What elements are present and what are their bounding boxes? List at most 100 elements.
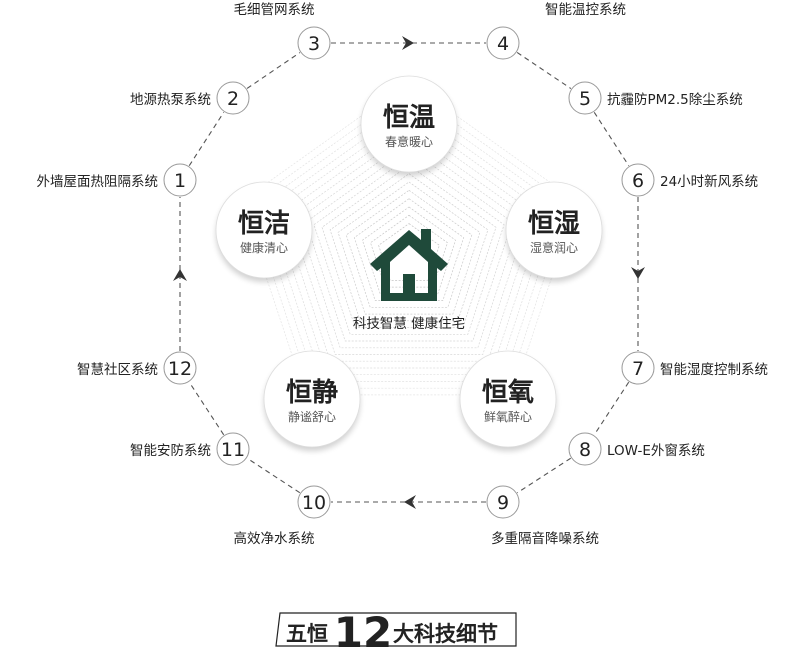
- system-node-9: 9 多重隔音降噪系统: [486, 485, 599, 547]
- web-ring: [313, 156, 505, 335]
- system-node-circle: [568, 432, 602, 466]
- system-node-circle: [621, 163, 655, 197]
- pillar-title: 恒湿: [528, 209, 580, 239]
- ring-segment: [593, 381, 630, 436]
- system-node-circle: [297, 485, 331, 519]
- system-node-12: 12 智慧社区系统: [77, 351, 197, 385]
- flow-arrow: [404, 495, 416, 509]
- footer-banner: 五恒 12 大科技细节: [275, 608, 517, 653]
- web-ring: [289, 131, 529, 355]
- system-node-number: 10: [302, 492, 326, 514]
- web-ring: [337, 181, 481, 315]
- ring-segment: [516, 457, 572, 494]
- system-node-label: LOW-E外窗系统: [607, 442, 705, 459]
- system-node-label: 毛细管网系统: [234, 2, 315, 18]
- house-icon: [370, 229, 448, 301]
- system-node-6: 6 24小时新风系统: [621, 163, 758, 197]
- footer-number: 12: [334, 608, 392, 653]
- system-node-10: 10 高效净水系统: [234, 485, 331, 547]
- footer-right-text: 大科技细节: [393, 622, 498, 646]
- system-node-number: 6: [632, 170, 644, 192]
- pillar-subtitle: 静谧舒心: [288, 410, 336, 424]
- ring-segment: [516, 52, 572, 89]
- footer-frame: [275, 612, 517, 647]
- system-node-circle: [486, 26, 520, 60]
- ring-segment: [188, 111, 225, 167]
- web-ring: [281, 123, 537, 362]
- ring-segment: [593, 111, 630, 167]
- system-node-1: 1 外墙屋面热阻隔系统: [37, 163, 197, 197]
- pillar-circle: [263, 350, 361, 448]
- system-node-3: 3 毛细管网系统: [234, 2, 331, 60]
- system-node-label: 智能安防系统: [130, 443, 211, 459]
- pillar-subtitle: 春意暖心: [385, 134, 433, 149]
- pillar-subtitle: 湿意润心: [530, 240, 578, 255]
- system-node-label: 24小时新风系统: [660, 174, 758, 190]
- flow-arrow: [402, 36, 414, 50]
- system-node-circle: [163, 351, 197, 385]
- system-ring: [179, 42, 639, 503]
- system-node-label: 地源热泵系统: [130, 92, 211, 108]
- footer-left-text: 五恒: [286, 622, 328, 646]
- system-node-circle: [621, 351, 655, 385]
- system-node-circle: [568, 81, 602, 115]
- pillar-circle: [505, 181, 603, 279]
- system-node-label: 抗霾防PM2.5除尘系统: [607, 92, 743, 108]
- ring-segment: [188, 381, 225, 436]
- system-node-label: 外墙屋面热阻隔系统: [37, 174, 159, 190]
- pillar-title: 恒氧: [482, 378, 534, 408]
- system-node-label: 智能湿度控制系统: [660, 362, 768, 378]
- flow-arrow: [173, 269, 187, 281]
- ring-segment: [246, 457, 301, 494]
- system-node-4: 4 智能温控系统: [486, 2, 626, 60]
- system-node-number: 5: [579, 88, 591, 110]
- web-ring: [378, 223, 440, 281]
- web-ring: [329, 173, 489, 322]
- pillar-circle: [360, 75, 458, 173]
- web-ring: [297, 139, 521, 349]
- system-node-label: 智慧社区系统: [77, 362, 158, 378]
- system-node-7: 7 智能湿度控制系统: [621, 351, 768, 385]
- pillar-circle: [215, 181, 313, 279]
- web-ring: [321, 164, 497, 328]
- pillar-subtitle: 健康清心: [240, 240, 288, 255]
- pillar-title: 恒温: [383, 103, 435, 133]
- pillar-title: 恒静: [286, 377, 338, 408]
- system-node-number: 4: [497, 33, 509, 55]
- system-node-number: 1: [174, 170, 186, 192]
- system-node-5: 5 抗霾防PM2.5除尘系统: [568, 81, 743, 115]
- system-node-8: 8 LOW-E外窗系统: [568, 432, 705, 466]
- system-node-number: 2: [227, 88, 239, 110]
- pillar-circle: [459, 350, 557, 448]
- system-node-number: 11: [221, 439, 245, 461]
- flow-arrows: [173, 36, 645, 509]
- system-node-circle: [486, 485, 520, 519]
- system-node-number: 8: [579, 439, 591, 461]
- system-node-circle: [163, 163, 197, 197]
- pillar-title: 恒洁: [238, 209, 290, 239]
- system-node-label: 智能温控系统: [545, 2, 626, 18]
- center-caption: 科技智慧 健康住宅: [353, 315, 465, 332]
- web-ring: [305, 148, 513, 342]
- system-node-label: 多重隔音降噪系统: [491, 530, 599, 547]
- system-node-number: 3: [308, 33, 320, 55]
- system-node-11: 11 智能安防系统: [130, 432, 250, 466]
- pillar-subtitle: 鲜氧醉心: [484, 409, 532, 424]
- flow-arrow: [631, 267, 645, 279]
- system-node-label: 高效净水系统: [234, 530, 315, 547]
- system-node-number: 7: [632, 358, 644, 380]
- system-node-circle: [216, 432, 250, 466]
- system-node-number: 9: [497, 492, 509, 514]
- system-node-circle: [216, 81, 250, 115]
- system-node-number: 12: [168, 358, 192, 380]
- system-node-2: 2 地源热泵系统: [130, 81, 250, 115]
- web-ring: [345, 189, 473, 308]
- web-ring: [370, 214, 448, 288]
- ring-segment: [246, 52, 301, 89]
